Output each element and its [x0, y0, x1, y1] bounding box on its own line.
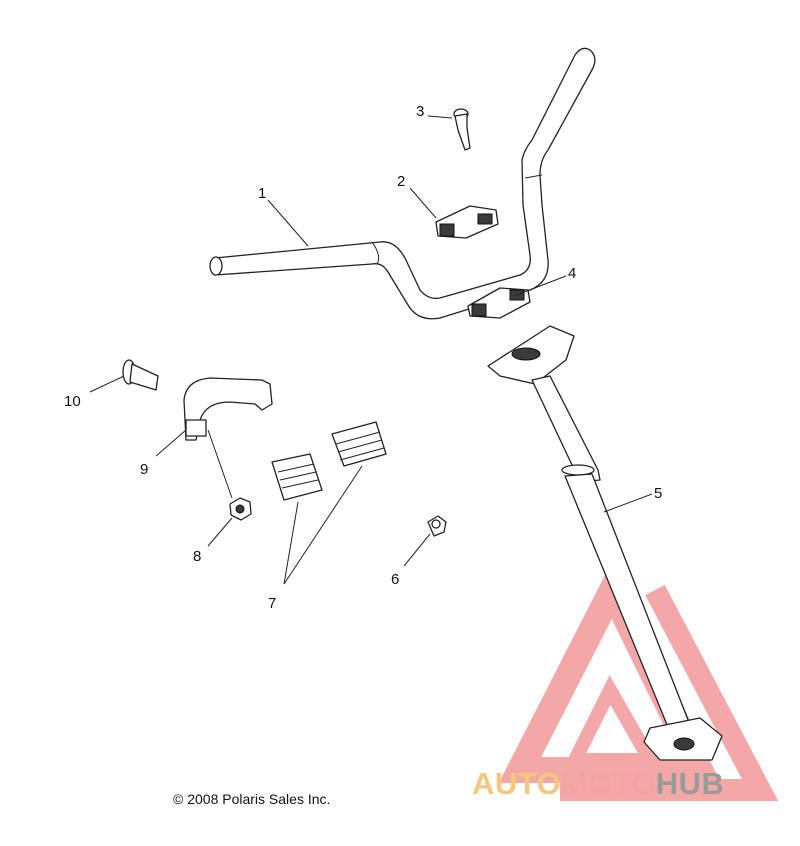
watermark-hub: HUB: [656, 766, 725, 801]
callout-8: 8: [193, 548, 201, 565]
bracket: [183, 377, 273, 441]
callout-2: 2: [397, 173, 405, 190]
carriage-bolt: [122, 359, 159, 391]
watermark-text: AUTOMOTOHUB: [472, 766, 724, 801]
callout-labels: 1 2 3 4 5 6 7 8 9 10: [64, 103, 662, 612]
callout-7: 7: [268, 595, 276, 612]
copyright-text: © 2008 Polaris Sales Inc.: [173, 791, 330, 807]
upper-clamp: [435, 205, 499, 239]
callout-1: 1: [258, 185, 266, 202]
grease-fitting: [427, 515, 447, 537]
bushings: [271, 421, 387, 501]
bolt: [453, 108, 471, 151]
watermark-moto: MOTO: [561, 766, 655, 801]
callout-5: 5: [654, 485, 662, 502]
watermark-auto: AUTO: [472, 766, 561, 801]
callout-3: 3: [416, 103, 424, 120]
nut: [229, 497, 252, 521]
handlebar: [209, 47, 596, 320]
leader-lines: [89, 115, 653, 585]
callout-4: 4: [568, 265, 576, 282]
callout-6: 6: [391, 571, 399, 588]
steering-post: [487, 325, 723, 761]
callout-10: 10: [64, 393, 81, 410]
callout-9: 9: [140, 461, 148, 478]
